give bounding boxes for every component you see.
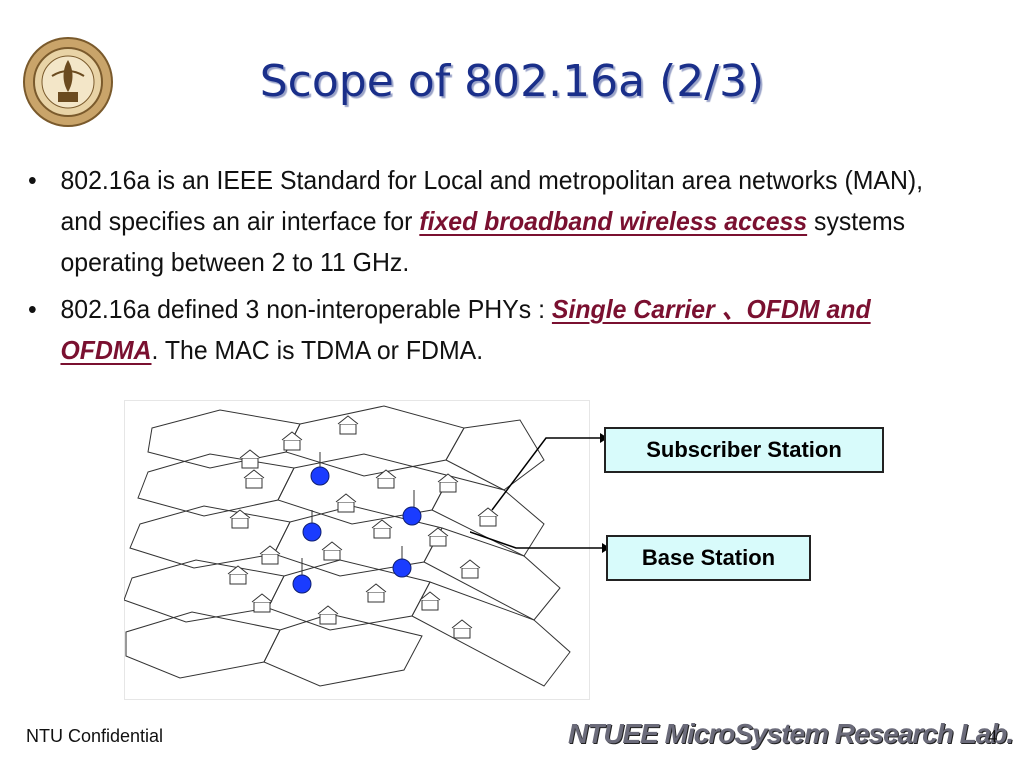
network-cell-diagram — [124, 400, 590, 700]
bullet-emphasis: fixed broadband wireless access — [419, 206, 808, 236]
bullet-text: systems operating between 2 to 11 GHz. — [60, 206, 906, 277]
bullet-text: 802.16a is an IEEE Standard for Local an… — [60, 165, 924, 236]
bullet-item: • 802.16a is an IEEE Standard for Local … — [28, 160, 945, 283]
base-station-icons — [292, 452, 422, 594]
bullet-text: 802.16a defined 3 non-interoperable PHYs… — [60, 294, 552, 324]
university-seal-logo — [23, 37, 113, 127]
base-station-label: Base Station — [606, 535, 811, 581]
subscriber-house-icons — [227, 415, 499, 639]
slide-title: Scope of 802.16a (2/3) — [259, 56, 765, 107]
bullet-list: • 802.16a is an IEEE Standard for Local … — [28, 160, 988, 377]
footer-confidential: NTU Confidential — [26, 726, 164, 746]
bullet-item: • 802.16a defined 3 non-interoperable PH… — [28, 289, 945, 371]
bullet-dot: • — [28, 165, 37, 195]
bullet-text: . The MAC is TDMA or FDMA. — [151, 335, 484, 365]
footer-lab-logo: NTUEE MicroSystem Research Lab. — [568, 718, 1014, 749]
page-number: 4 — [988, 726, 997, 746]
bullet-emphasis: Single Carrier 、OFDM and OFDMA — [60, 294, 871, 365]
subscriber-station-label: Subscriber Station — [604, 427, 884, 473]
bullet-dot: • — [28, 294, 37, 324]
